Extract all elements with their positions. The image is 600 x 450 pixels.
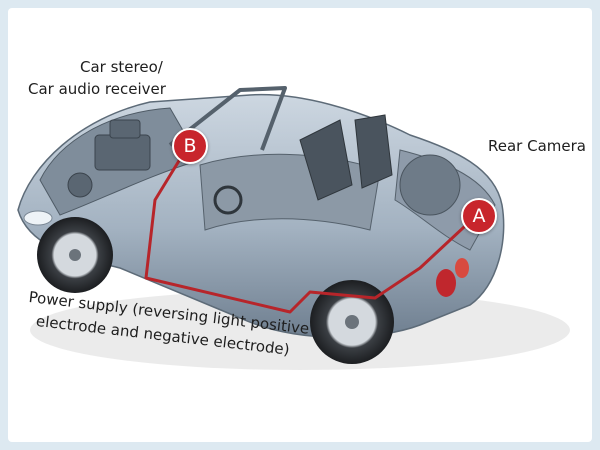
seat-left: [299, 119, 353, 201]
car-stereo-label-line2: Car audio receiver: [28, 80, 166, 98]
car-stereo-label-line1: Car stereo/: [80, 58, 163, 76]
car-interior: [199, 114, 393, 231]
seat-right: [354, 114, 393, 189]
wire-path: [144, 145, 480, 314]
headlight: [23, 210, 53, 226]
rear-camera-label: Rear Camera: [488, 137, 586, 155]
rear-wheel: [310, 280, 394, 364]
engine-block: [67, 119, 151, 198]
steering-wheel: [213, 185, 243, 215]
tail-lights: [436, 258, 469, 297]
badge-a: A: [461, 198, 497, 234]
windshield-frame: [168, 86, 287, 151]
badge-b: B: [172, 128, 208, 164]
rear-wheel-arch: [399, 154, 461, 216]
front-wheel: [37, 217, 113, 293]
